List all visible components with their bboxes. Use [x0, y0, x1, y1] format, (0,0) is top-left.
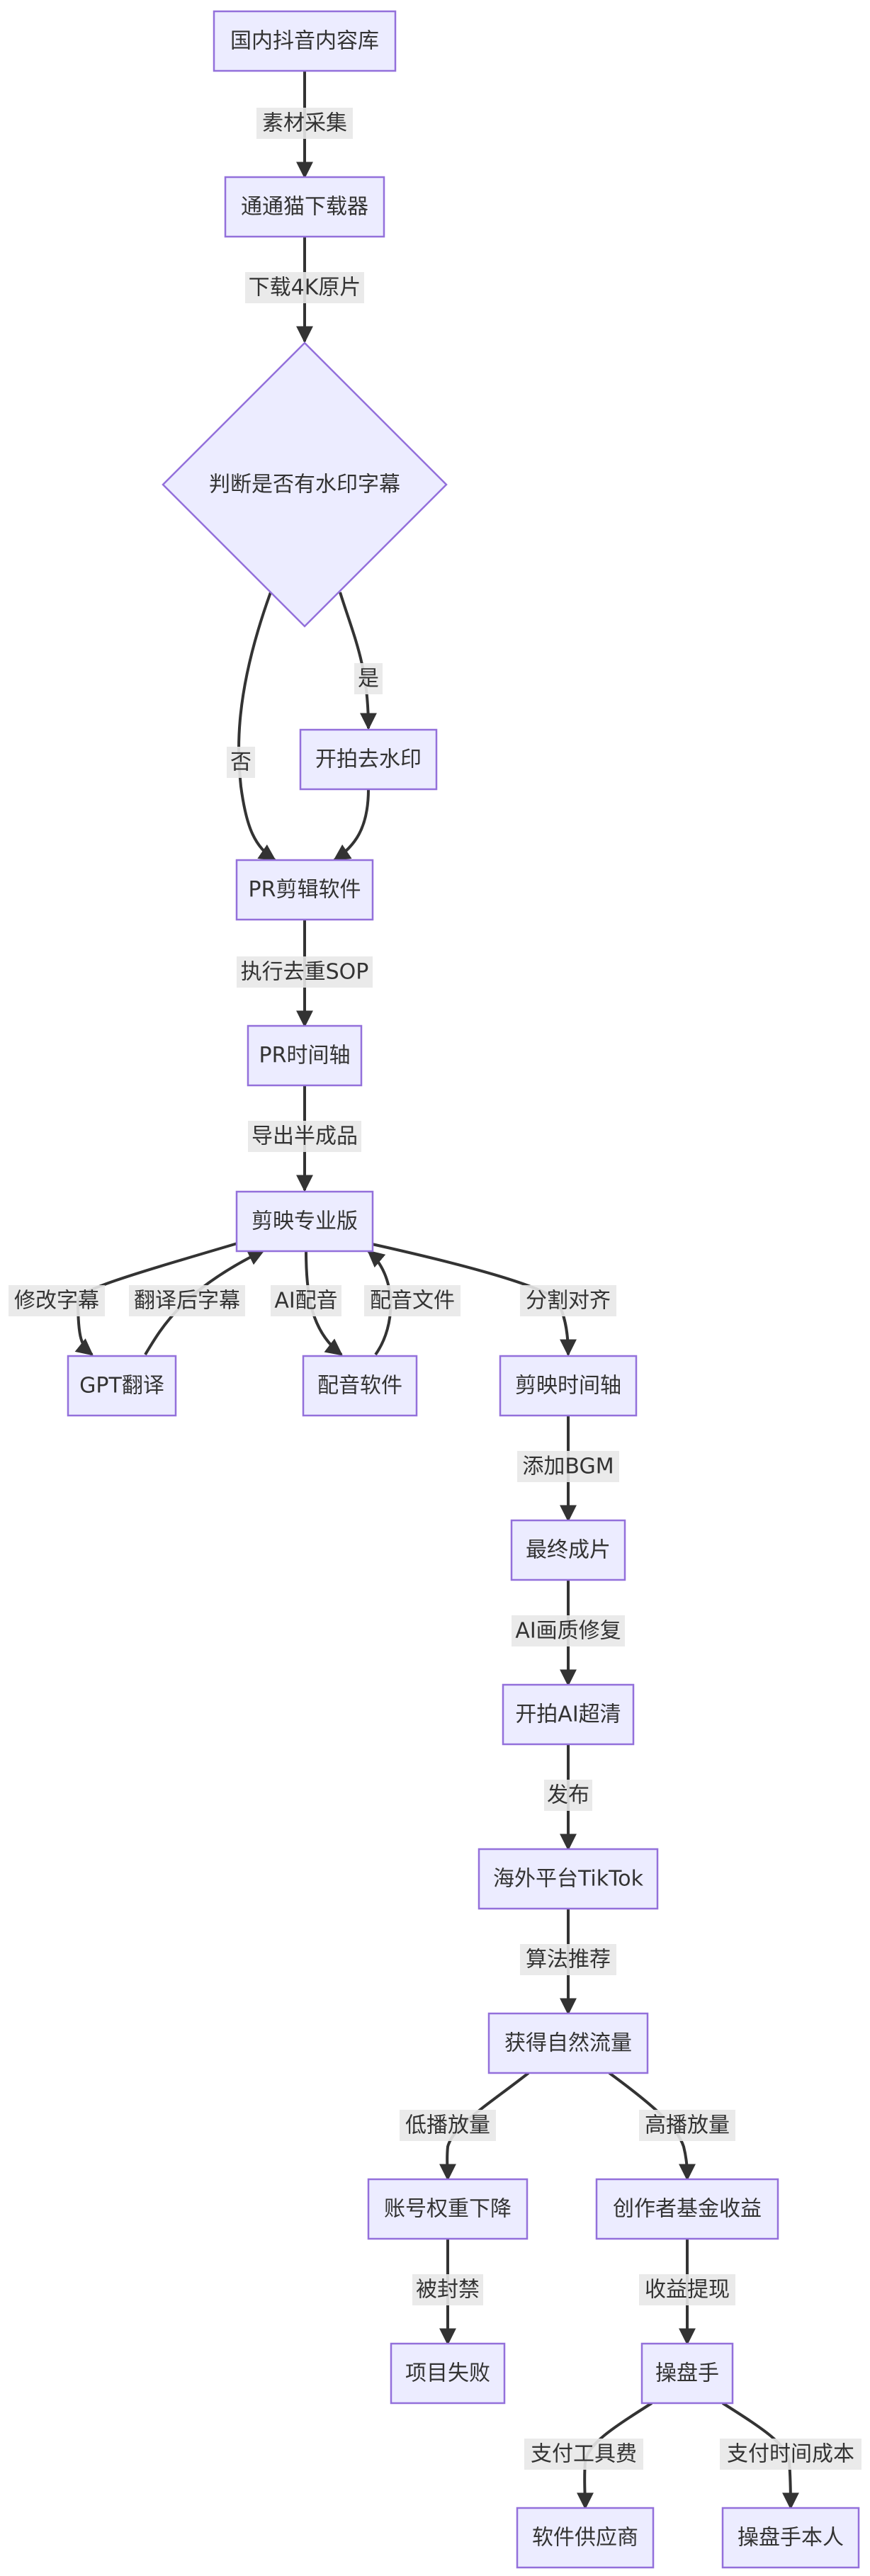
node-n13-label: 海外平台TikTok [493, 1867, 644, 1892]
node-n12-label: 开拍AI超清 [515, 1702, 621, 1727]
edge-label-e16: 算法推荐 [520, 1944, 616, 1975]
node-n3-decision: 判断是否有水印字幕 [162, 341, 448, 628]
node-n16-label: 创作者基金收益 [613, 2197, 762, 2222]
node-n16: 创作者基金收益 [595, 2178, 779, 2240]
node-n11: 最终成片 [510, 1519, 626, 1581]
edge-label-e12: 分割对齐 [520, 1285, 616, 1316]
edge-n4-n5 [333, 789, 370, 862]
edge-label-e11: 配音文件 [364, 1285, 461, 1316]
node-n1-label: 国内抖音内容库 [230, 29, 379, 54]
node-n6: PR时间轴 [247, 1024, 363, 1087]
node-n14: 获得自然流量 [487, 2012, 649, 2074]
node-n5-label: PR剪辑软件 [249, 878, 361, 903]
edge-label-e1-text: 素材采集 [262, 111, 347, 136]
edge-label-e15: 发布 [544, 1780, 592, 1811]
edge-label-e22: 支付时间成本 [720, 2439, 861, 2470]
node-n19: 软件供应商 [516, 2507, 655, 2569]
edge-label-e3-text: 否 [230, 750, 252, 775]
node-n10-label: 剪映时间轴 [515, 1374, 621, 1399]
edge-label-e10: AI配音 [271, 1285, 341, 1316]
edge-label-e21: 支付工具费 [524, 2439, 643, 2470]
edge-label-e20: 收益提现 [639, 2274, 735, 2305]
node-n3-label: 判断是否有水印字幕 [209, 473, 400, 497]
node-n11-label: 最终成片 [526, 1538, 611, 1563]
edge-labels: 素材采集 下载4K原片 否 是 执行去重SOP 导出半成品 修改字幕 翻译后字 [9, 108, 861, 2470]
node-n14-label: 获得自然流量 [504, 2031, 632, 2056]
edge-label-e8-text: 修改字幕 [14, 1289, 99, 1314]
edge-label-e8: 修改字幕 [9, 1285, 105, 1316]
edge-label-e6-text: 执行去重SOP [241, 960, 369, 985]
edge-label-e7-text: 导出半成品 [252, 1124, 358, 1149]
edge-n3-n4 [339, 592, 377, 730]
edge-label-e13: 添加BGM [517, 1451, 619, 1482]
node-n19-label: 软件供应商 [532, 2526, 638, 2550]
edge-label-e17: 低播放量 [400, 2110, 496, 2141]
edge-label-e3: 否 [227, 747, 255, 778]
node-n9: 配音软件 [302, 1355, 418, 1417]
edge-label-e17-text: 低播放量 [405, 2113, 490, 2138]
edge-label-e19-text: 被封禁 [416, 2278, 480, 2303]
edge-label-e14-text: AI画质修复 [515, 1619, 621, 1644]
node-n17: 项目失败 [390, 2342, 506, 2405]
node-n8-label: GPT翻译 [79, 1374, 164, 1399]
node-n7: 剪映专业版 [235, 1190, 374, 1253]
edge-label-e18-text: 高播放量 [645, 2113, 730, 2138]
node-n8: GPT翻译 [67, 1355, 177, 1417]
node-n10: 剪映时间轴 [499, 1355, 638, 1417]
edge-label-e4-text: 是 [358, 667, 379, 691]
node-n17-label: 项目失败 [405, 2361, 490, 2386]
edge-label-e9-text: 翻译后字幕 [134, 1289, 240, 1314]
edge-label-e1: 素材采集 [256, 108, 353, 139]
node-n4-label: 开拍去水印 [315, 747, 422, 772]
edge-label-e21-text: 支付工具费 [531, 2442, 637, 2467]
edge-label-e20-text: 收益提现 [645, 2278, 730, 2303]
node-n2: 通通猫下载器 [224, 176, 385, 238]
node-n20: 操盘手本人 [721, 2507, 860, 2569]
edge-label-e11-text: 配音文件 [370, 1289, 455, 1314]
node-n13: 海外平台TikTok [478, 1848, 659, 1910]
edge-n3-n5 [237, 592, 276, 862]
edge-label-e18: 高播放量 [639, 2110, 735, 2141]
edge-label-e12-text: 分割对齐 [526, 1289, 611, 1314]
node-n7-label: 剪映专业版 [252, 1209, 358, 1234]
nodes: 国内抖音内容库 通通猫下载器 判断是否有水印字幕 开拍去水印 PR剪辑软件 PR… [67, 10, 860, 2569]
node-n18: 操盘手 [640, 2342, 734, 2405]
edge-label-e2-text: 下载4K原片 [249, 276, 361, 300]
edge-label-e16-text: 算法推荐 [526, 1948, 611, 1972]
node-n18-label: 操盘手 [655, 2361, 719, 2386]
edge-label-e7: 导出半成品 [248, 1121, 361, 1152]
node-n9-label: 配音软件 [317, 1374, 402, 1399]
edge-label-e6: 执行去重SOP [237, 956, 373, 988]
edge-label-e22-text: 支付时间成本 [727, 2442, 854, 2467]
node-n6-label: PR时间轴 [259, 1044, 351, 1068]
edge-label-e14: AI画质修复 [512, 1615, 625, 1646]
node-n2-label: 通通猫下载器 [241, 195, 368, 220]
edge-label-e19: 被封禁 [412, 2274, 483, 2305]
edge-label-e9: 翻译后字幕 [129, 1285, 245, 1316]
edge-label-e15-text: 发布 [547, 1783, 589, 1808]
node-n15: 账号权重下降 [367, 2178, 529, 2240]
edge-label-e2: 下载4K原片 [245, 272, 364, 303]
node-n20-label: 操盘手本人 [738, 2526, 844, 2550]
node-n4: 开拍去水印 [299, 728, 438, 791]
edge-label-e4: 是 [354, 663, 383, 694]
edge-label-e10-text: AI配音 [274, 1289, 337, 1314]
node-n1: 国内抖音内容库 [213, 10, 397, 72]
node-n5: PR剪辑软件 [235, 859, 374, 921]
edge-label-e13-text: 添加BGM [522, 1454, 614, 1479]
node-n12: 开拍AI超清 [502, 1683, 635, 1746]
node-n15-label: 账号权重下降 [384, 2197, 512, 2222]
